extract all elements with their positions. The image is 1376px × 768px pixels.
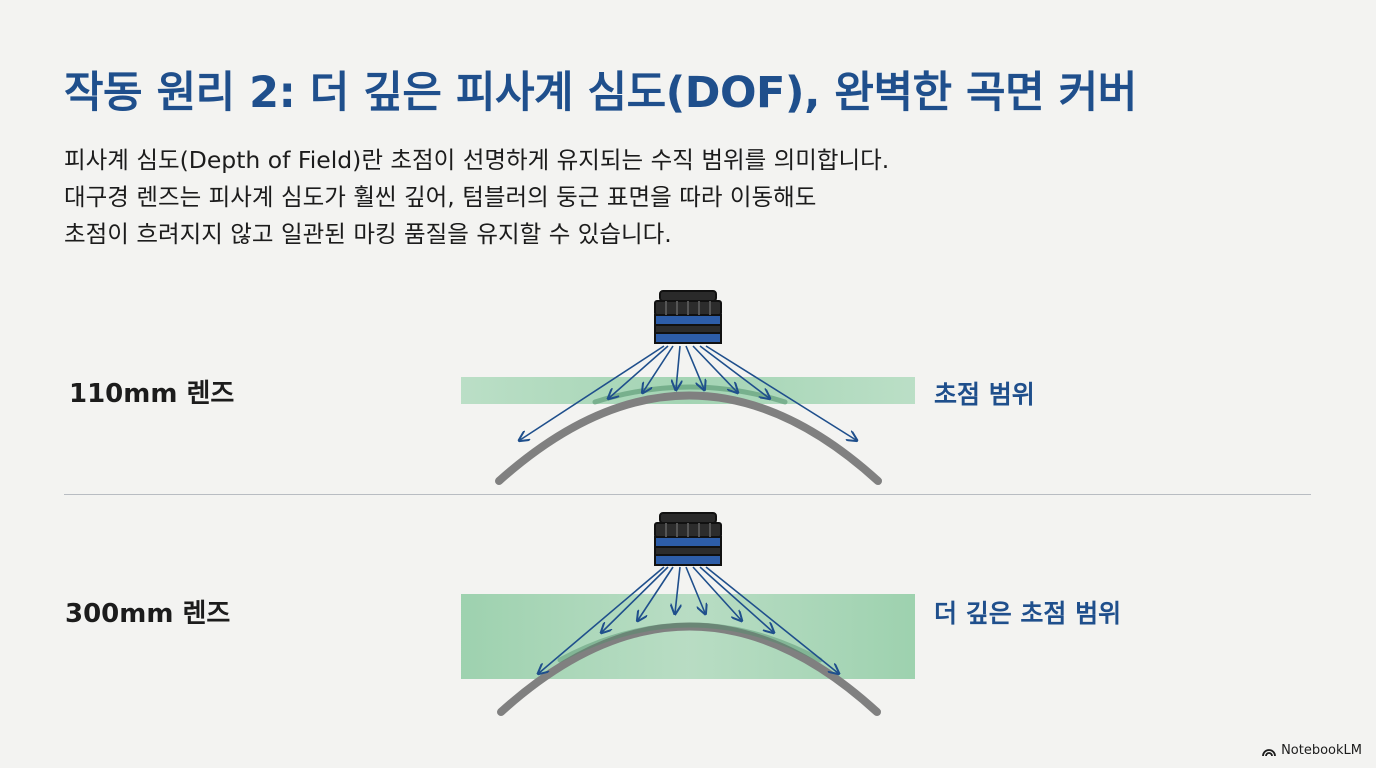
focus-range-label: 초점 범위	[934, 380, 1035, 409]
description: 피사계 심도(Depth of Field)란 초점이 선명하게 유지되는 수직…	[64, 142, 889, 253]
curved-surface-icon	[497, 622, 881, 716]
divider	[64, 494, 1311, 495]
description-line: 대구경 렌즈는 피사계 심도가 훨씬 깊어, 텀블러의 둥근 표면을 따라 이동…	[64, 183, 817, 211]
description-line: 초점이 흐려지지 않고 일관된 마킹 품질을 유지할 수 있습니다.	[64, 220, 672, 248]
notebooklm-logo-icon	[1262, 748, 1276, 756]
lens-label-300mm: 300mm 렌즈	[65, 599, 231, 629]
lens-label-110mm: 110mm 렌즈	[69, 379, 235, 409]
slide-title: 작동 원리 2: 더 깊은 피사계 심도(DOF), 완벽한 곡면 커버	[64, 68, 1137, 118]
light-rays	[539, 566, 838, 673]
deep-focus-range-label: 더 깊은 초점 범위	[934, 599, 1122, 628]
brand-label: NotebookLM	[1281, 743, 1362, 758]
brand-watermark: NotebookLM	[1261, 743, 1362, 758]
lens-icon	[654, 290, 722, 344]
curved-surface-icon	[495, 391, 882, 485]
lens-icon	[654, 512, 722, 566]
light-rays	[520, 345, 856, 440]
focus-band-shallow	[461, 377, 915, 404]
curved-surface-highlight	[557, 622, 823, 663]
panel-110mm	[461, 290, 915, 485]
focus-band-deep	[461, 594, 915, 679]
description-line: 피사계 심도(Depth of Field)란 초점이 선명하게 유지되는 수직…	[64, 146, 890, 174]
panel-300mm	[461, 512, 915, 716]
